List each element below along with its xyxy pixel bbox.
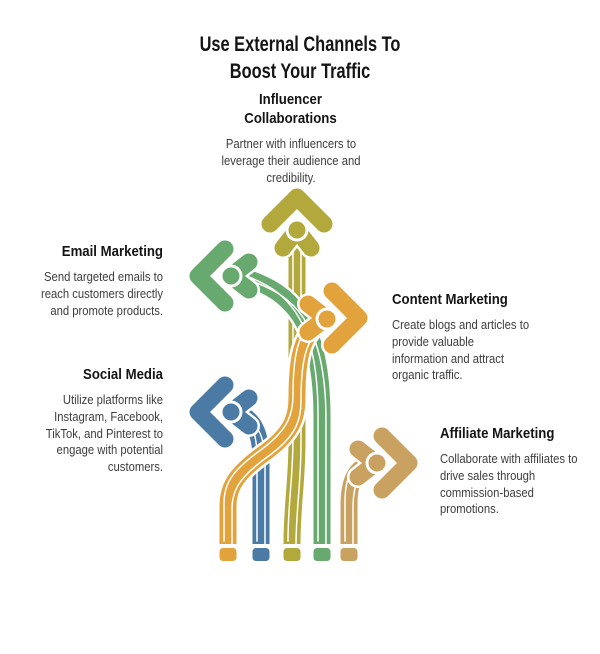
channel-description-influencer: Partner with influencers to leverage the… xyxy=(221,136,361,185)
arrow-affiliate xyxy=(338,425,420,561)
channel-heading-content: Content Marketing xyxy=(392,291,508,308)
channel-heading-social: Social Media xyxy=(83,366,163,383)
arrow-tail-cap xyxy=(283,548,301,561)
channel-heading-email: Email Marketing xyxy=(61,243,163,260)
arrow-tail-cap xyxy=(313,548,331,561)
channel-heading-influencer: Influencer Collaborations xyxy=(244,91,337,127)
channel-block-social: Social Media Utilize platforms like Inst… xyxy=(26,366,163,476)
channel-block-email: Email Marketing Send targeted emails to … xyxy=(20,243,163,319)
channel-block-content: Content Marketing Create blogs and artic… xyxy=(392,291,529,384)
arrow-tail-cap xyxy=(219,548,237,561)
channel-description-affiliate: Collaborate with affiliates to drive sal… xyxy=(440,450,578,517)
channel-description-content: Create blogs and articles to provide val… xyxy=(392,316,530,383)
channel-heading-affiliate: Affiliate Marketing xyxy=(440,425,555,442)
arrow-tail-cap xyxy=(340,548,358,561)
arrow-email xyxy=(187,238,333,561)
arrow-influencer xyxy=(259,186,335,561)
page-title: Use External Channels To Boost Your Traf… xyxy=(199,33,401,84)
channel-description-email: Send targeted emails to reach customers … xyxy=(40,268,163,318)
channel-description-social: Utilize platforms like Instagram, Facebo… xyxy=(45,391,164,475)
channel-block-affiliate: Affiliate Marketing Collaborate with aff… xyxy=(440,425,584,518)
arrow-content xyxy=(217,280,370,561)
arrow-tail-cap xyxy=(252,548,270,561)
